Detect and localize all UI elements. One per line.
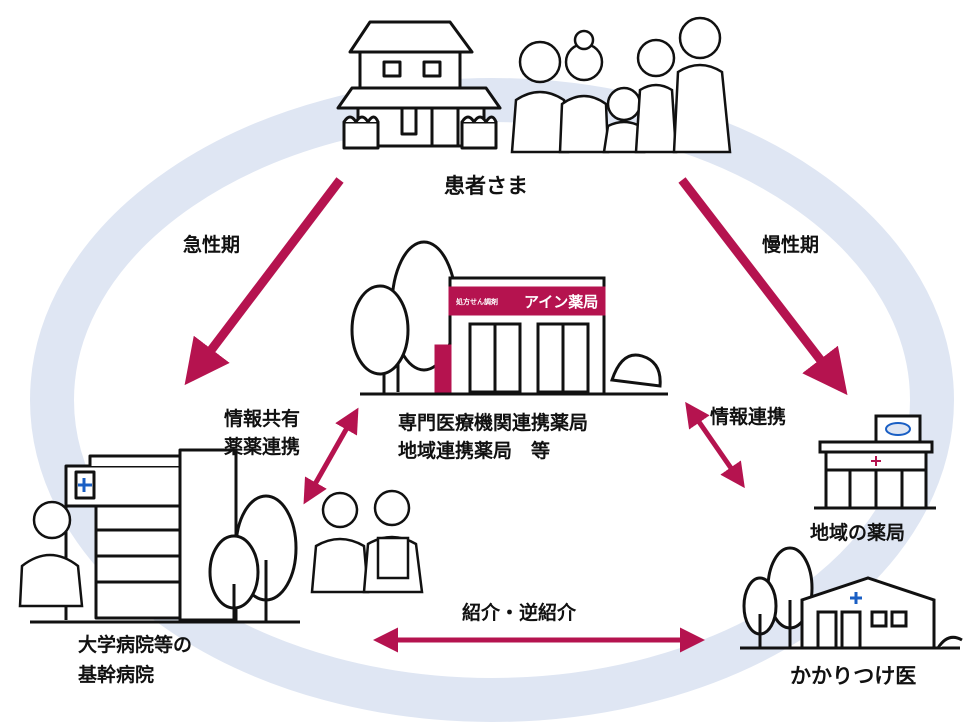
arrow-info-share	[303, 407, 359, 505]
label-local-pharmacy: 地域の薬局	[810, 522, 906, 544]
edge-label-info-link: 情報連携	[710, 406, 787, 428]
arrow-chronic	[678, 177, 848, 396]
edge-label-acute: 急性期	[183, 234, 241, 256]
clinic-icon	[740, 546, 963, 650]
edge-label-info-share-line2: 薬薬連携	[224, 436, 301, 458]
label-patients: 患者さま	[444, 174, 528, 198]
local-pharmacy-icon	[814, 414, 936, 510]
arrow-acute	[184, 177, 344, 386]
pharmacy-store-icon	[360, 276, 668, 396]
house-icon	[336, 20, 502, 150]
label-family-doctor: かかりつけ医	[790, 664, 917, 688]
label-center-pharmacy-line1: 専門医療機関連携薬局	[398, 412, 589, 434]
arrow-info-link	[685, 401, 745, 489]
trees-icon	[350, 240, 662, 394]
pharmacists-icon	[310, 489, 424, 594]
family-icon	[510, 16, 732, 154]
nurse-icon	[18, 500, 84, 608]
store-sign-subtext: 処方せん調剤	[456, 298, 498, 306]
label-university-hospital-line1: 大学病院等の	[78, 634, 193, 656]
edge-label-info-share-line1: 情報共有	[224, 408, 301, 430]
hospital-building-icon	[30, 448, 300, 624]
label-university-hospital-line2: 基幹病院	[78, 664, 155, 686]
edge-label-referral: 紹介・逆紹介	[462, 602, 577, 624]
label-center-pharmacy-line2: 地域連携薬局 等	[398, 440, 551, 462]
store-sign-name: アイン薬局	[524, 293, 599, 311]
edge-label-chronic: 慢性期	[762, 234, 820, 256]
arrows	[184, 177, 848, 653]
